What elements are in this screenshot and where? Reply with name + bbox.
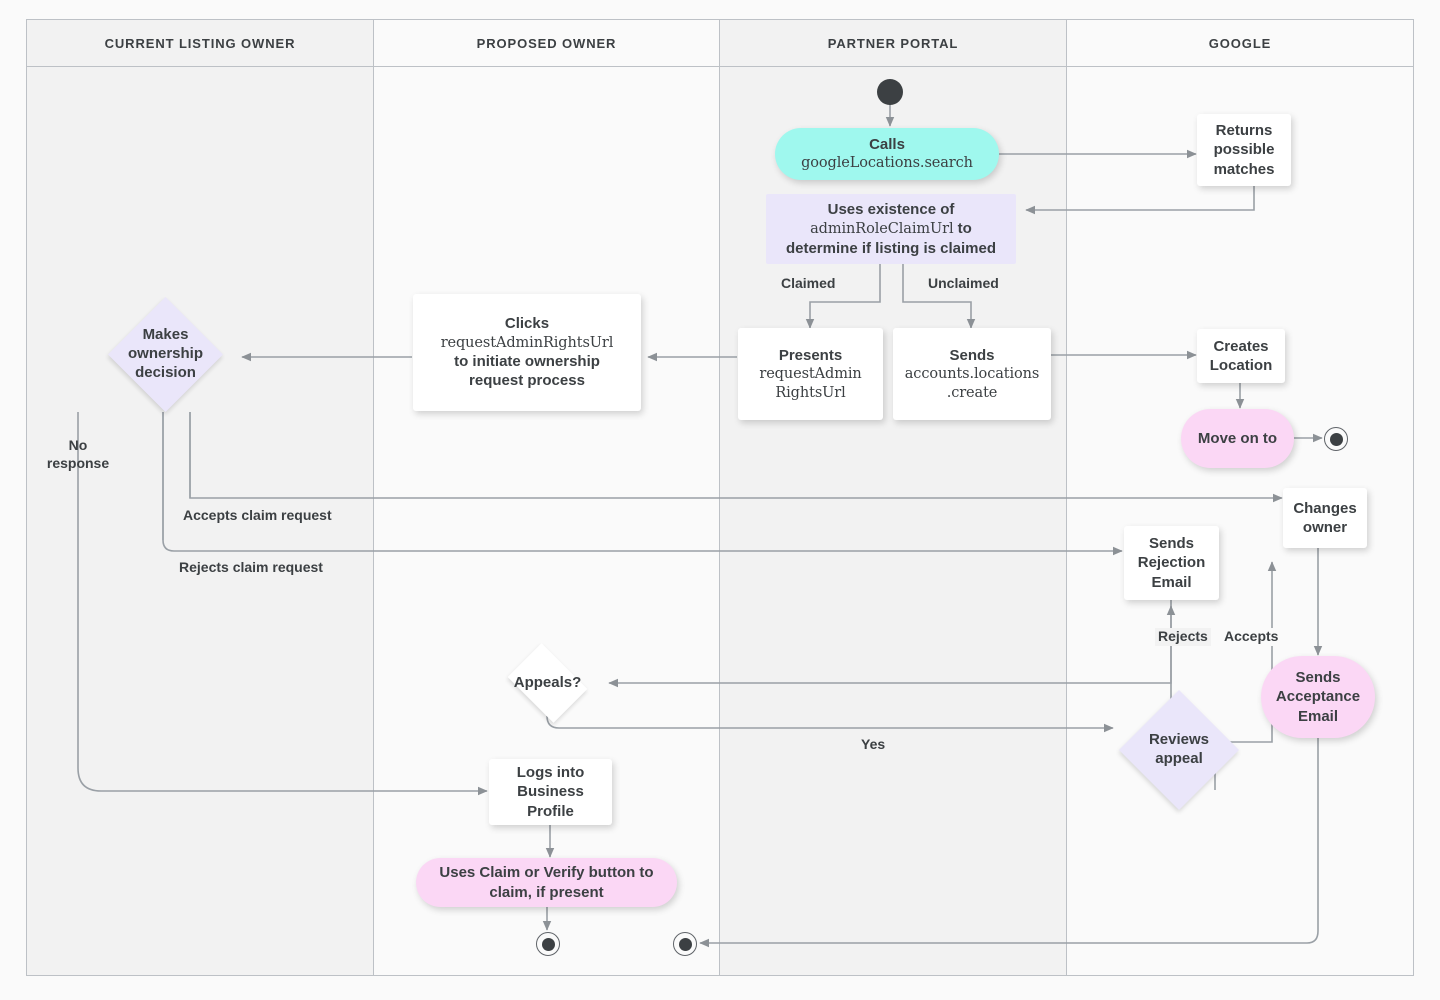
node-line-2: requestAdmin — [759, 366, 862, 383]
edge-uses-to-sends-create — [902, 264, 976, 329]
node-line-1: Clicks — [504, 315, 550, 333]
edge-label-accepts-claim-request: Accepts claim request — [180, 507, 335, 525]
node-creates-location[interactable]: Creates Location — [1197, 329, 1285, 383]
end-node-partner-portal — [673, 932, 697, 956]
node-line-2: owner — [1302, 519, 1348, 536]
edge-label-unclaimed: Unclaimed — [928, 275, 999, 291]
node-line-2: ownership — [127, 345, 203, 363]
node-line-1: Appeals? — [513, 673, 582, 691]
node-line-1: Makes — [142, 326, 189, 344]
diamond-label: Reviews appeal — [1119, 690, 1239, 810]
node-line-2: requestAdminRightsUrl — [440, 334, 614, 351]
node-line-1: Presents — [778, 346, 843, 364]
edge-label-line-2: response — [46, 454, 110, 471]
edge-acceptanceemail-to-end — [699, 737, 1319, 948]
edge-label-accepts: Accepts — [1221, 628, 1282, 646]
node-sends-accounts-locations-create[interactable]: Sends accounts.locations .create — [893, 328, 1051, 420]
node-line-2: Rejection — [1137, 554, 1206, 572]
edge-rejectionemail-to-appeals — [608, 600, 1172, 688]
start-node — [877, 79, 903, 105]
node-line-1: Sends — [1148, 535, 1194, 553]
edge-label-rejects: Rejects — [1155, 628, 1211, 646]
node-line-3: .create — [946, 384, 998, 401]
node-presents-requestadminrightsurl[interactable]: Presents requestAdmin RightsUrl — [738, 328, 883, 420]
node-line-3: RightsUrl — [775, 384, 846, 401]
node-line-2: Business — [517, 783, 584, 801]
edge-label-rejects-claim-request: Rejects claim request — [176, 559, 326, 577]
node-logs-into-business-profile[interactable]: Logs into Business Profile — [489, 759, 612, 825]
lane-header-current-listing-owner: CURRENT LISTING OWNER — [26, 19, 374, 67]
node-line-3: determine if listing is claimed — [785, 239, 997, 257]
lane-header-label: CURRENT LISTING OWNER — [104, 35, 296, 51]
node-clicks-requestadminrightsurl[interactable]: Clicks requestAdminRightsUrl to initiate… — [413, 294, 641, 411]
node-line-2: appeal — [1155, 750, 1203, 767]
node-line-2: possible — [1213, 141, 1275, 159]
edge-uses-to-presents — [805, 264, 881, 329]
node-line-1: Creates — [1213, 337, 1269, 355]
node-appeals[interactable]: Appeals? — [496, 643, 599, 723]
node-makes-ownership-decision[interactable]: Makes ownership decision — [108, 297, 223, 412]
edge-label-no-response: No response — [42, 437, 114, 472]
end-node-google — [1324, 427, 1348, 451]
node-line-2: Location — [1209, 357, 1273, 374]
node-line-4: request process — [469, 372, 585, 390]
node-changes-owner[interactable]: Changes owner — [1283, 488, 1367, 548]
node-calls-googlelocations-search[interactable]: Calls googleLocations.search — [775, 128, 999, 180]
lane-header-label: GOOGLE — [1208, 35, 1272, 51]
lane-header-partner-portal: PARTNER PORTAL — [719, 19, 1067, 67]
node-line-3: Email — [1151, 573, 1192, 591]
node-line-1: Sends — [1295, 669, 1341, 687]
end-node-proposed-owner — [536, 932, 560, 956]
node-line-1: Changes — [1293, 499, 1357, 517]
lane-header-label: PROPOSED OWNER — [476, 35, 617, 51]
node-line-3: matches — [1213, 160, 1275, 178]
node-uses-claim-or-verify-button[interactable]: Uses Claim or Verify button to claim, if… — [416, 858, 677, 907]
lane-header-label: PARTNER PORTAL — [827, 35, 959, 51]
node-line-3: to initiate ownership — [454, 353, 600, 371]
node-line-1: Reviews — [1148, 731, 1210, 749]
node-line-1: Uses existence of — [827, 201, 955, 219]
edge-returns-to-uses — [1025, 186, 1255, 215]
edge-decision-accepts-to-changesowner — [189, 412, 1283, 503]
lane-header-proposed-owner: PROPOSED OWNER — [373, 19, 720, 67]
node-line-1: Logs into — [516, 764, 585, 782]
node-line-3: Profile — [527, 802, 574, 820]
lane-header-google: GOOGLE — [1066, 19, 1414, 67]
node-line-1: Calls — [869, 136, 905, 154]
edge-label-line-1: No — [68, 437, 88, 453]
node-sends-acceptance-email[interactable]: Sends Acceptance Email — [1261, 656, 1375, 738]
node-line-2: adminRoleClaimUrl to — [810, 220, 972, 238]
node-line-1: Returns — [1215, 122, 1273, 140]
edge-decision-rejects-to-rejectionemail — [162, 412, 1123, 556]
edge-label-claimed: Claimed — [781, 275, 836, 291]
diamond-label: Appeals? — [496, 645, 599, 721]
node-line-3: Email — [1297, 707, 1339, 725]
node-returns-possible-matches[interactable]: Returns possible matches — [1197, 114, 1291, 186]
edge-appeals-yes-to-reviewsappeal — [546, 715, 1114, 733]
node-line-2: claim, if present — [489, 883, 604, 901]
node-line-1: Uses Claim or Verify button to — [439, 864, 654, 882]
node-sends-rejection-email[interactable]: Sends Rejection Email — [1124, 526, 1219, 600]
edge-label-yes: Yes — [858, 736, 889, 754]
node-line-2: googleLocations.search — [801, 155, 973, 172]
node-line-2: accounts.locations — [904, 366, 1040, 383]
node-line-2: Acceptance — [1275, 688, 1361, 706]
node-uses-existence-adminroleclaimurl[interactable]: Uses existence of adminRoleClaimUrl to d… — [766, 194, 1016, 264]
node-reviews-appeal[interactable]: Reviews appeal — [1119, 690, 1239, 810]
node-move-on-to[interactable]: Move on to — [1181, 409, 1294, 468]
edge-decision-noresponse-to-logsinto — [77, 412, 488, 796]
node-line-1: Move on to — [1197, 429, 1278, 447]
node-line-1: Sends — [949, 346, 995, 364]
diamond-label: Makes ownership decision — [108, 297, 223, 412]
node-line-3: decision — [135, 363, 196, 381]
